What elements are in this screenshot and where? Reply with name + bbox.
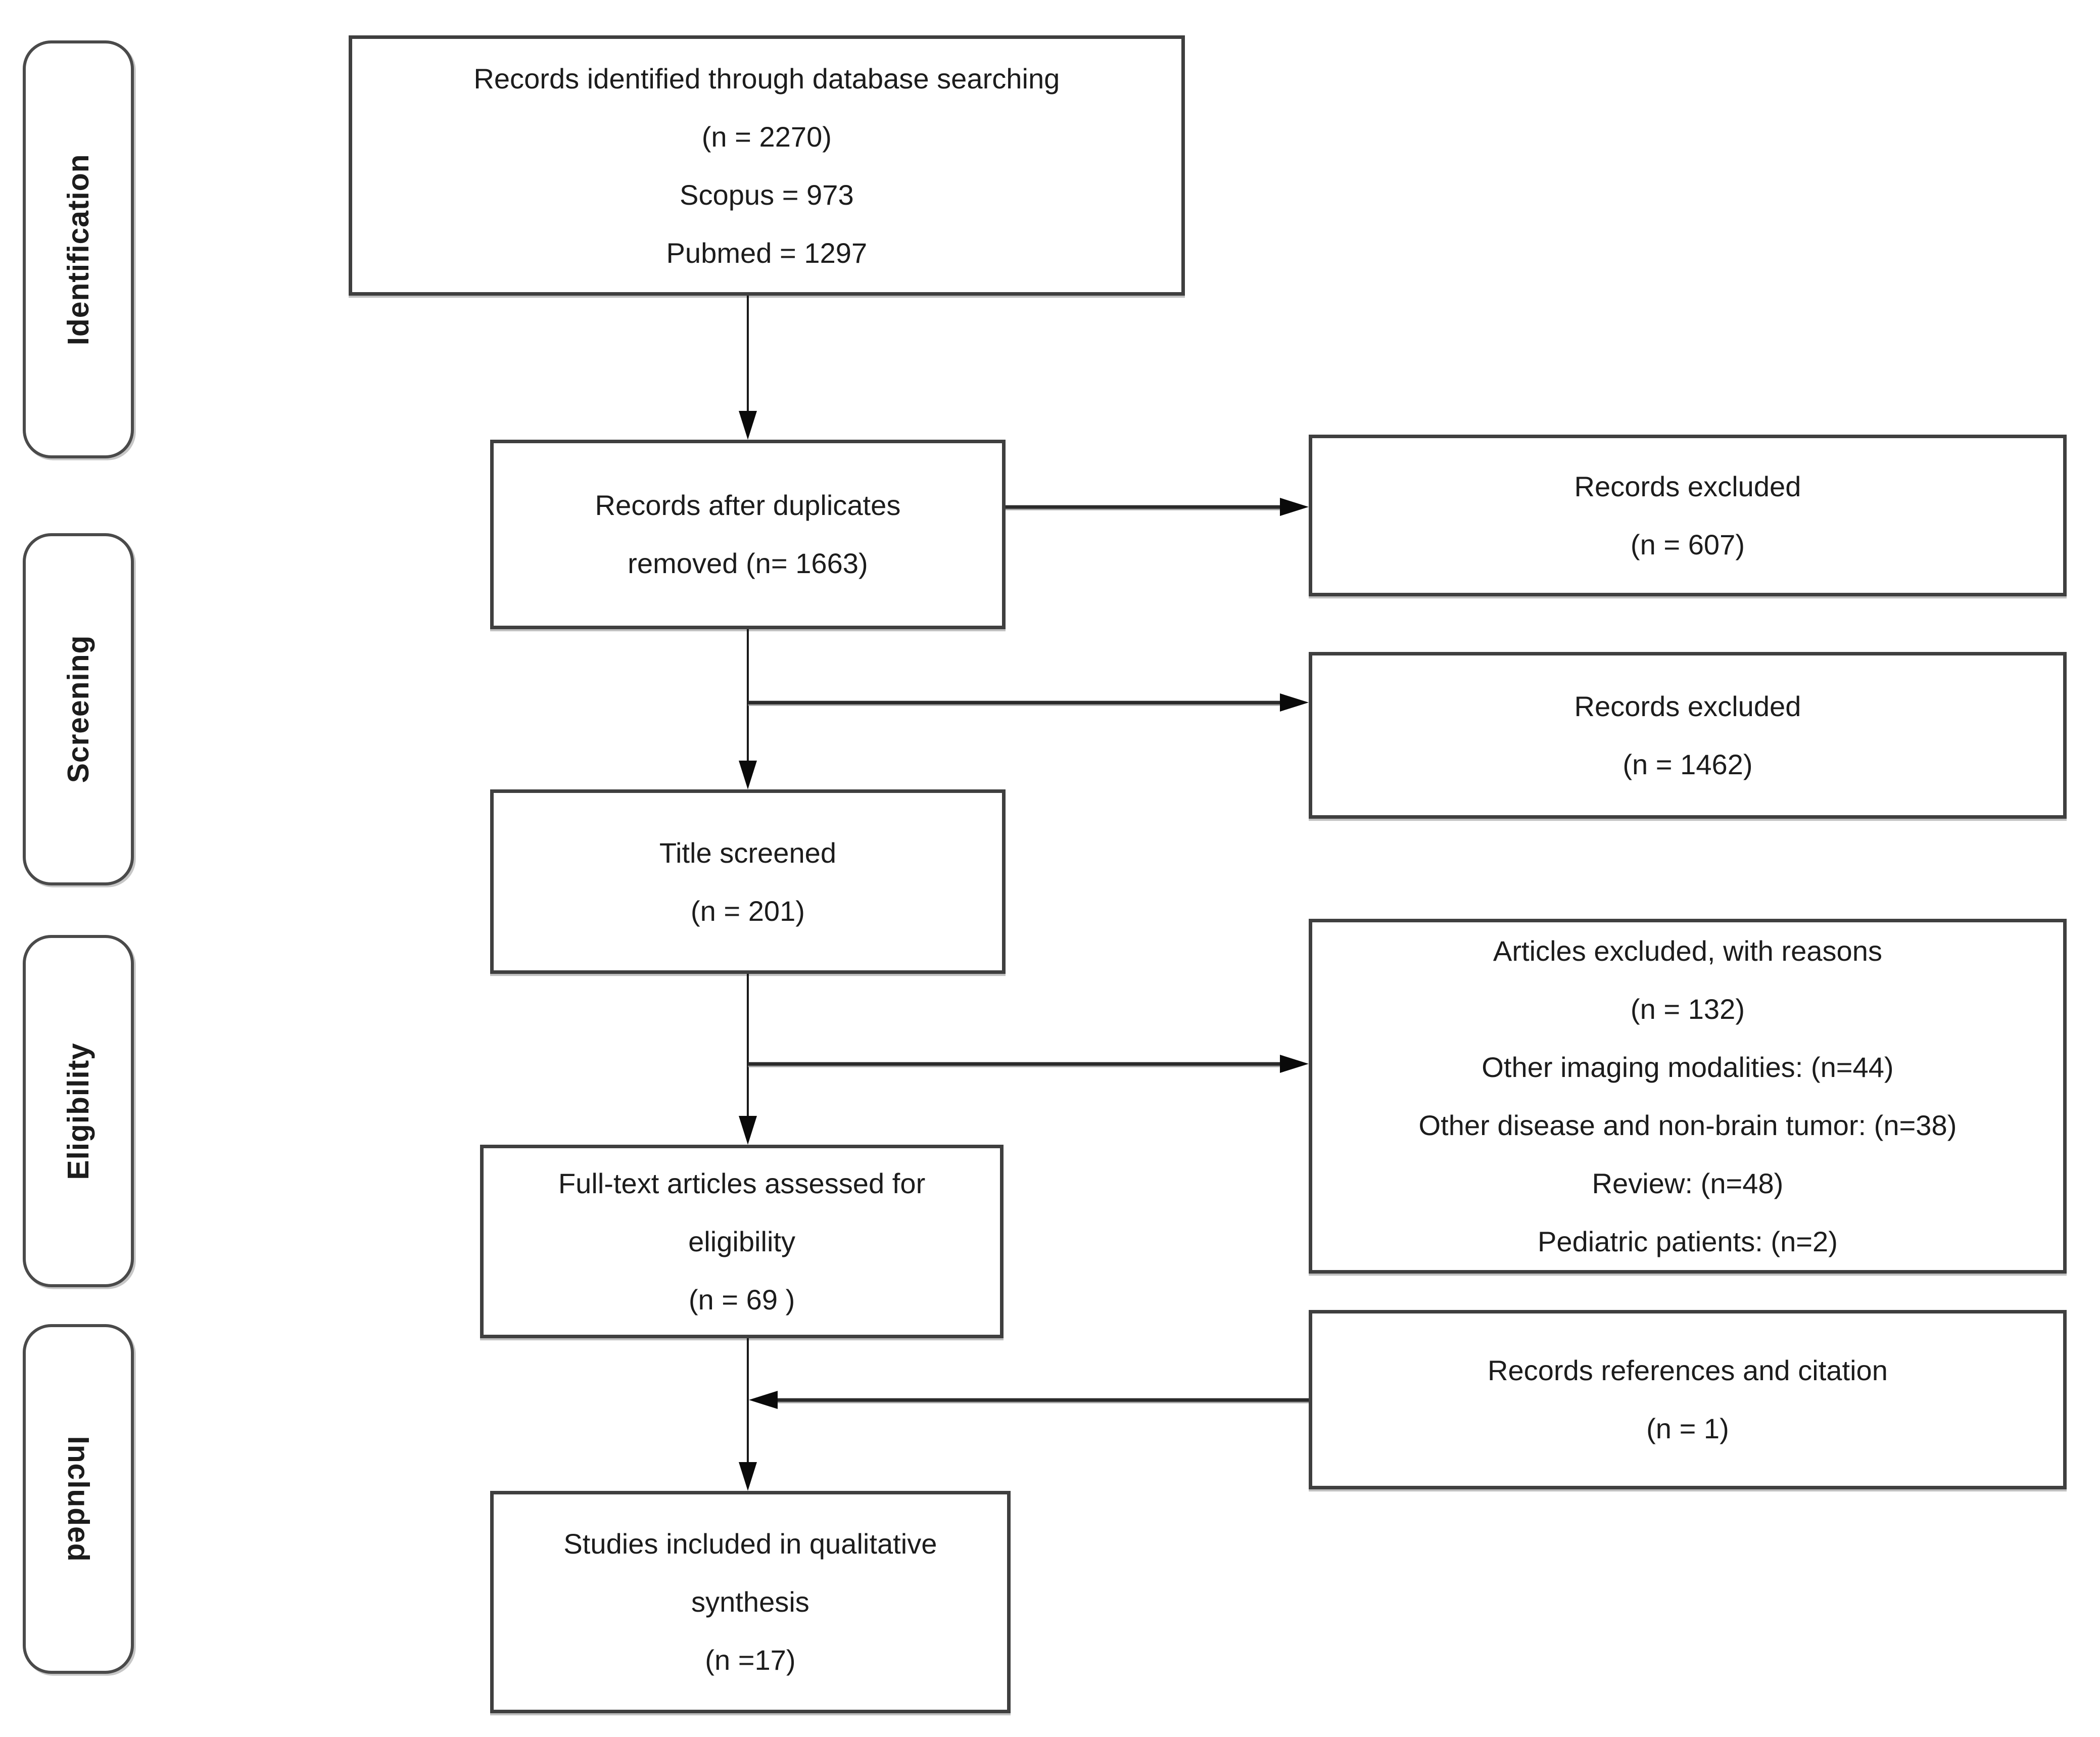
text-line: (n = 201)	[690, 895, 805, 927]
text-line: removed (n= 1663)	[628, 547, 868, 580]
arrowhead-down-icon	[738, 1115, 757, 1145]
text-line: Records after duplicates	[595, 489, 901, 522]
text-line: Review: (n=48)	[1592, 1167, 1784, 1200]
text-line: Title screened	[659, 836, 837, 869]
side-box-articles-excluded-reasons: Articles excluded, with reasons (n = 132…	[1309, 919, 2067, 1274]
arrowhead-down-icon	[738, 760, 757, 789]
flow-box-included-studies: Studies included in qualitative synthesi…	[490, 1490, 1011, 1713]
connector-line	[1005, 505, 1283, 509]
stage-identification: Identification	[22, 40, 134, 458]
arrowhead-down-icon	[738, 410, 757, 440]
flow-box-title-screened: Title screened (n = 201)	[490, 789, 1006, 974]
text-line: eligibility	[688, 1225, 796, 1257]
side-box-references-citation: Records references and citation (n = 1)	[1309, 1309, 2067, 1489]
text-line: Articles excluded, with reasons	[1493, 935, 1882, 967]
text-line: Records references and citation	[1487, 1354, 1888, 1387]
arrowhead-down-icon	[738, 1462, 757, 1491]
text-line: (n =17)	[705, 1644, 796, 1676]
stage-screening: Screening	[22, 533, 134, 885]
stage-screening-label: Screening	[61, 635, 95, 783]
text-line: (n = 69 )	[688, 1283, 795, 1316]
text-line: Other disease and non-brain tumor: (n=38…	[1418, 1109, 1957, 1142]
stage-eligibility-label: Eligibility	[61, 1042, 95, 1180]
flow-box-duplicates-removed: Records after duplicates removed (n= 166…	[490, 439, 1006, 629]
flow-box-fulltext-assessed: Full-text articles assessed for eligibil…	[480, 1144, 1004, 1338]
text-line: Records excluded	[1574, 470, 1801, 502]
arrowhead-left-icon	[749, 1390, 778, 1409]
arrowhead-right-icon	[1279, 1055, 1309, 1073]
arrowhead-right-icon	[1279, 693, 1309, 712]
text-line: (n = 132)	[1630, 993, 1745, 1025]
connector-line	[777, 1398, 1309, 1402]
text-line: (n = 1462)	[1622, 748, 1753, 780]
side-box-records-excluded-607: Records excluded (n = 607)	[1309, 434, 2067, 596]
connector-line	[746, 629, 749, 765]
text-line: Pediatric patients: (n=2)	[1537, 1226, 1838, 1258]
connector-line	[746, 295, 749, 416]
connector-line	[746, 974, 749, 1120]
side-box-records-excluded-1462: Records excluded (n = 1462)	[1309, 651, 2067, 819]
connector-line	[747, 1062, 1281, 1066]
stage-included: Included	[22, 1324, 134, 1674]
text-line: (n = 2270)	[701, 120, 832, 153]
text-line: Other imaging modalities: (n=44)	[1482, 1051, 1894, 1084]
stage-included-label: Included	[61, 1436, 95, 1562]
text-line: Studies included in qualitative	[563, 1528, 937, 1560]
text-line: Scopus = 973	[680, 178, 854, 211]
text-line: Records excluded	[1574, 690, 1801, 722]
text-line: (n = 607)	[1630, 528, 1745, 560]
arrowhead-right-icon	[1279, 497, 1309, 516]
text-line: (n = 1)	[1646, 1413, 1729, 1445]
text-line: Records identified through database sear…	[473, 62, 1060, 95]
text-line: Full-text articles assessed for	[558, 1167, 926, 1199]
flow-box-records-identified: Records identified through database sear…	[348, 35, 1185, 296]
text-line: synthesis	[691, 1586, 809, 1618]
connector-line	[746, 1338, 749, 1467]
text-line: Pubmed = 1297	[666, 237, 868, 269]
connector-line	[747, 700, 1281, 705]
stage-identification-label: Identification	[61, 154, 95, 345]
stage-eligibility: Eligibility	[22, 935, 134, 1288]
